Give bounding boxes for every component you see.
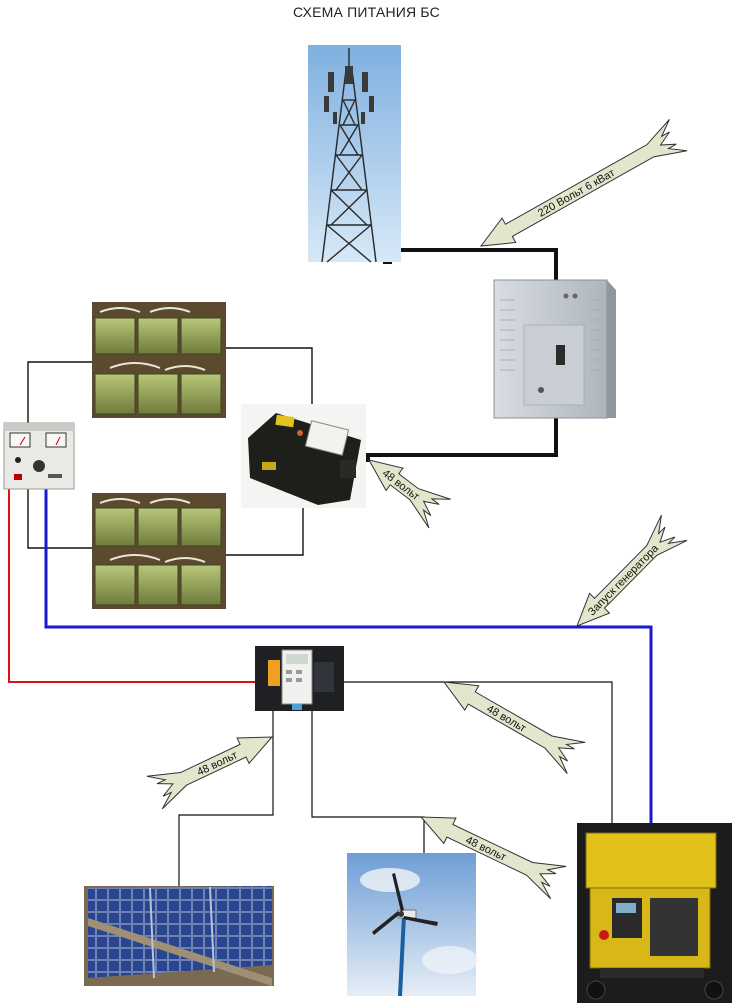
inverter-image bbox=[493, 279, 616, 419]
page-title: СХЕМА ПИТАНИЯ БС bbox=[293, 4, 440, 20]
generator-image bbox=[577, 823, 732, 1003]
wind-turbine-image bbox=[347, 853, 478, 997]
wire-inverter-converter bbox=[366, 418, 558, 462]
arrow-48v-solar-shape bbox=[146, 736, 274, 810]
arrow-generator-start-label: Запуск генератора bbox=[586, 542, 662, 618]
wire-charger-battery-top bbox=[27, 361, 92, 423]
arrow-48v-converter: 48 вольт bbox=[368, 459, 451, 529]
wire-charger-battery-bottom bbox=[27, 489, 92, 549]
arrow-generator-start: Запуск генератора bbox=[576, 514, 688, 627]
wire-battery-top-converter bbox=[226, 347, 313, 404]
arrow-48v-solar-label: 48 вольт bbox=[195, 749, 239, 778]
solar-panel-image bbox=[84, 886, 274, 986]
wire-controller-solar bbox=[178, 711, 274, 886]
wire-controller-wind bbox=[311, 711, 425, 853]
converter-image bbox=[241, 404, 366, 508]
wire-blue-charger-generator bbox=[44, 488, 653, 823]
cell-tower-image bbox=[308, 45, 401, 263]
arrow-48v-generator-shape bbox=[442, 681, 586, 774]
charger-panel-image bbox=[3, 422, 75, 490]
wire-controller-generator bbox=[344, 681, 613, 823]
arrow-220v-label: 220 Вольт 6 кВат bbox=[536, 167, 617, 220]
battery-bank-top-image bbox=[92, 302, 226, 418]
wire-battery-bottom-converter bbox=[226, 508, 304, 556]
arrow-48v-solar: 48 вольт bbox=[146, 736, 274, 810]
wire-red-charger-controller bbox=[8, 488, 255, 683]
arrow-48v-wind-shape bbox=[419, 816, 567, 900]
battery-bank-bottom-image bbox=[92, 493, 226, 609]
arrow-220v-shape bbox=[479, 119, 688, 247]
arrow-48v-converter-shape bbox=[368, 459, 451, 529]
arrow-generator-start-shape bbox=[576, 514, 688, 627]
controller-image bbox=[255, 646, 344, 711]
arrow-220v: 220 Вольт 6 кВат bbox=[479, 119, 688, 247]
